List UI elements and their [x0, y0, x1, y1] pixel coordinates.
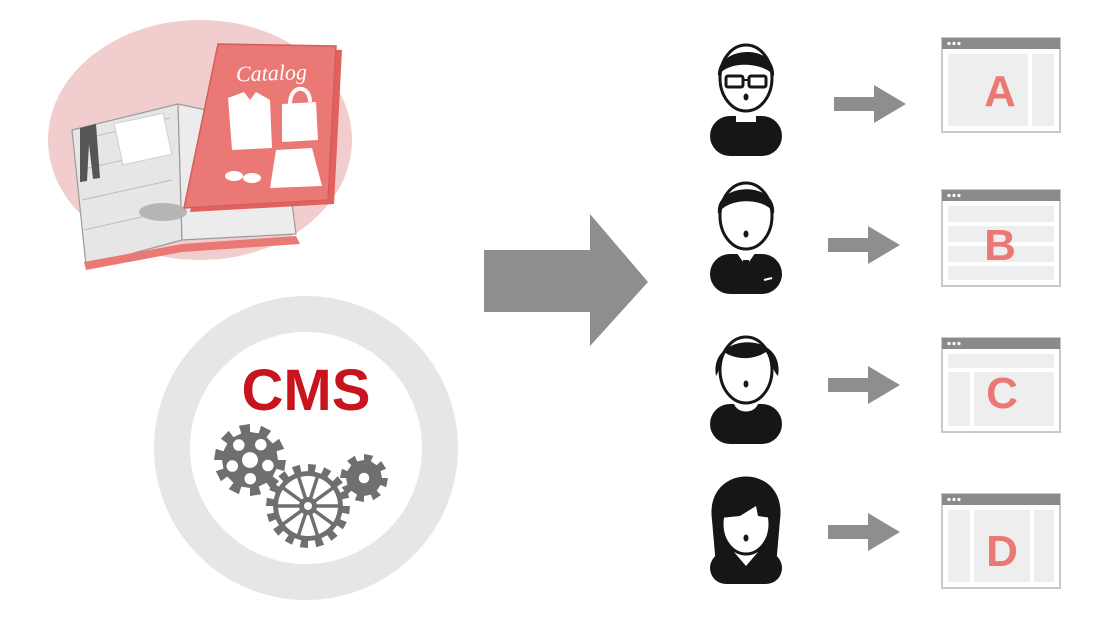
user-row: A — [710, 37, 1061, 156]
pants-icon — [80, 124, 100, 182]
row-arrow-icon — [834, 85, 906, 123]
row-arrow-icon — [828, 513, 900, 551]
glasses-user-icon — [710, 43, 782, 156]
page-c: C — [941, 337, 1061, 433]
blouse-icon — [228, 92, 272, 150]
shoes-icon — [225, 171, 243, 181]
user-row: C — [710, 335, 1061, 444]
page-letter: C — [986, 369, 1018, 418]
user-row: D — [710, 476, 1061, 589]
casual-user-icon — [710, 335, 782, 444]
page-letter: D — [986, 527, 1018, 576]
catalog-illustration: Catalog — [48, 20, 352, 270]
hat-icon — [139, 203, 187, 221]
row-arrow-icon — [828, 366, 900, 404]
gears-icon — [214, 424, 388, 548]
bag-icon — [282, 102, 318, 142]
catalog-title: Catalog — [236, 59, 308, 86]
row-arrow-icon — [828, 226, 900, 264]
main-arrow-icon — [484, 214, 648, 346]
suit-user-icon — [710, 181, 782, 294]
catalog-book: Catalog — [183, 43, 342, 212]
page-letter: B — [984, 221, 1016, 270]
page-a: A — [941, 37, 1061, 133]
page-b: B — [941, 189, 1061, 287]
page-letter: A — [984, 67, 1016, 116]
woman-user-icon — [710, 476, 782, 584]
cms-label: CMS — [242, 358, 371, 423]
user-row: B — [710, 181, 1061, 294]
skirt-icon — [270, 148, 322, 188]
cms-ring — [154, 296, 458, 600]
cms-illustration: CMS — [154, 296, 458, 600]
page-d: D — [941, 493, 1061, 589]
